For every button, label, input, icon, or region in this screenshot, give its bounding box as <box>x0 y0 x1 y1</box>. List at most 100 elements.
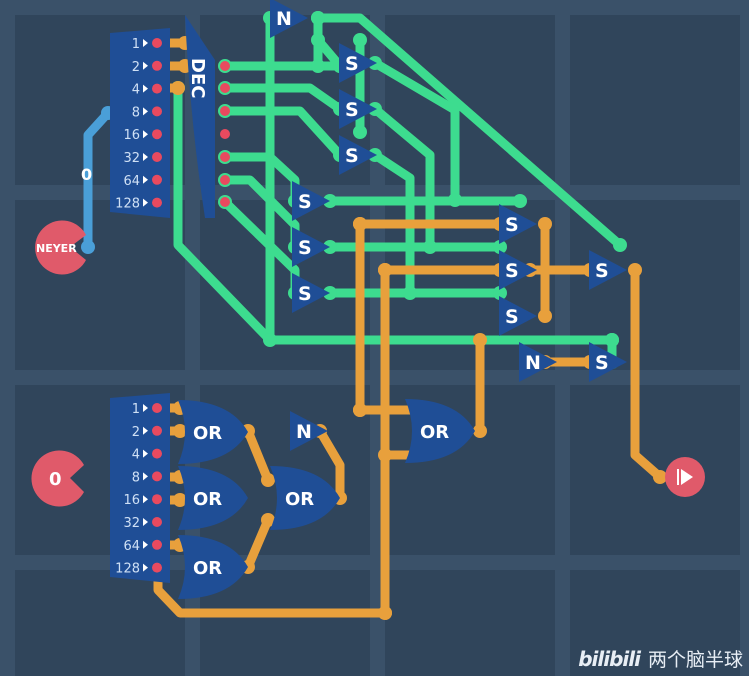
not-gate-label: N <box>296 421 312 443</box>
wire-joint <box>81 240 95 254</box>
pin-arrow-icon <box>143 426 148 435</box>
never-input-label: NEYER <box>36 242 77 255</box>
output-pin-dot[interactable] <box>152 517 162 527</box>
watermark: bilibili 两个脑半球 <box>578 645 743 672</box>
or-gate[interactable]: OR <box>178 535 248 599</box>
pin-label: 8 <box>132 470 140 485</box>
wire-joint <box>261 473 275 487</box>
wire-joint <box>353 403 367 417</box>
wire-joint <box>311 59 325 73</box>
pin-label: 8 <box>132 105 140 120</box>
output-pin-dot[interactable] <box>152 83 162 94</box>
pin-label: 32 <box>123 151 140 166</box>
output-pin[interactable] <box>665 457 705 497</box>
pin-label: 64 <box>123 539 140 554</box>
switch-gate[interactable]: S <box>339 43 377 83</box>
orange-wire[interactable] <box>315 426 345 503</box>
green-wire[interactable] <box>370 150 415 298</box>
decoder-output-pin[interactable] <box>220 61 230 71</box>
switch-gate[interactable]: S <box>292 181 330 221</box>
pin-label: 32 <box>123 516 140 531</box>
wire-joint <box>538 217 552 231</box>
switch-gate-label: S <box>595 352 609 374</box>
wire-joint <box>173 493 187 507</box>
green-wire[interactable] <box>220 106 345 160</box>
decoder-output-pin[interactable] <box>220 175 230 185</box>
wire-joint <box>613 238 627 252</box>
not-gate[interactable]: N <box>519 342 557 382</box>
decoder-output-pin[interactable] <box>220 129 230 139</box>
output-pin-dot[interactable] <box>152 539 162 550</box>
not-gate[interactable]: N <box>290 411 328 451</box>
byte-input[interactable]: 0 <box>31 450 84 507</box>
switch-gate[interactable]: S <box>292 273 330 313</box>
grid-tile <box>570 15 740 185</box>
output-pin-dot[interactable] <box>152 494 162 505</box>
pin-arrow-icon <box>143 107 148 116</box>
output-pin-dot[interactable] <box>152 152 162 162</box>
switch-gate-label: S <box>345 99 359 121</box>
green-wire[interactable] <box>313 13 625 250</box>
wire-joint <box>353 217 367 231</box>
output-pin-dot[interactable] <box>152 106 162 117</box>
grid-tile <box>200 570 370 676</box>
output-pin-dot[interactable] <box>152 197 162 208</box>
blue-wire[interactable] <box>83 108 113 252</box>
switch-gate[interactable]: S <box>499 204 537 244</box>
switch-gate[interactable]: S <box>589 250 627 290</box>
wire-joint <box>171 81 185 95</box>
pin-label: 4 <box>132 448 140 463</box>
orange-wire[interactable] <box>243 515 273 572</box>
output-pin-dot[interactable] <box>152 129 162 140</box>
output-pin-dot[interactable] <box>152 38 162 48</box>
bilibili-logo: bilibili <box>578 646 641 671</box>
switch-gate[interactable]: S <box>499 296 537 336</box>
decoder-output-pin[interactable] <box>220 106 230 116</box>
switch-gate-label: S <box>345 53 359 75</box>
wire-joint <box>261 513 275 527</box>
orange-wire[interactable] <box>243 426 273 485</box>
decoder-output-pin[interactable] <box>220 152 230 162</box>
decoder[interactable]: DEC <box>185 15 215 218</box>
decoder-output-pin[interactable] <box>220 197 230 207</box>
never-input[interactable]: NEYER <box>35 220 86 275</box>
orange-wire[interactable] <box>630 265 665 482</box>
output-pin-dot[interactable] <box>152 448 162 459</box>
switch-gate[interactable]: S <box>339 135 377 175</box>
or-gate[interactable]: OR <box>270 466 340 530</box>
pin-arrow-icon <box>143 540 148 549</box>
output-pin-dot[interactable] <box>152 60 162 71</box>
output-pin-dot[interactable] <box>152 174 162 185</box>
or-gate[interactable]: OR <box>178 400 248 464</box>
pin-arrow-icon <box>143 198 148 207</box>
or-gate-label: OR <box>193 423 222 444</box>
pin-label: 64 <box>123 174 140 189</box>
output-pin-dot[interactable] <box>152 403 162 413</box>
pin-label: 16 <box>123 128 140 143</box>
output-pin-dot[interactable] <box>152 562 162 573</box>
output-pin-dot[interactable] <box>152 471 162 482</box>
green-wire[interactable] <box>370 104 435 252</box>
decoder-output-pin[interactable] <box>220 83 230 93</box>
green-wire[interactable] <box>370 58 460 205</box>
wire-joint <box>538 309 552 323</box>
or-gate-label: OR <box>285 489 314 510</box>
pin-arrow-icon <box>143 563 148 572</box>
pin-arrow-icon <box>143 472 148 481</box>
wire-joint <box>311 11 325 25</box>
not-gate[interactable]: N <box>270 0 308 38</box>
switch-gate[interactable]: S <box>339 89 377 129</box>
pin-arrow-icon <box>143 495 148 504</box>
green-wire[interactable] <box>173 83 617 345</box>
or-gate[interactable]: OR <box>405 399 475 463</box>
switch-gate[interactable]: S <box>589 342 627 382</box>
switch-gate[interactable]: S <box>499 250 537 290</box>
or-gate[interactable]: OR <box>178 466 248 530</box>
output-pin-dot[interactable] <box>152 425 162 436</box>
green-wire[interactable] <box>220 83 345 114</box>
switch-gate[interactable]: S <box>292 227 330 267</box>
